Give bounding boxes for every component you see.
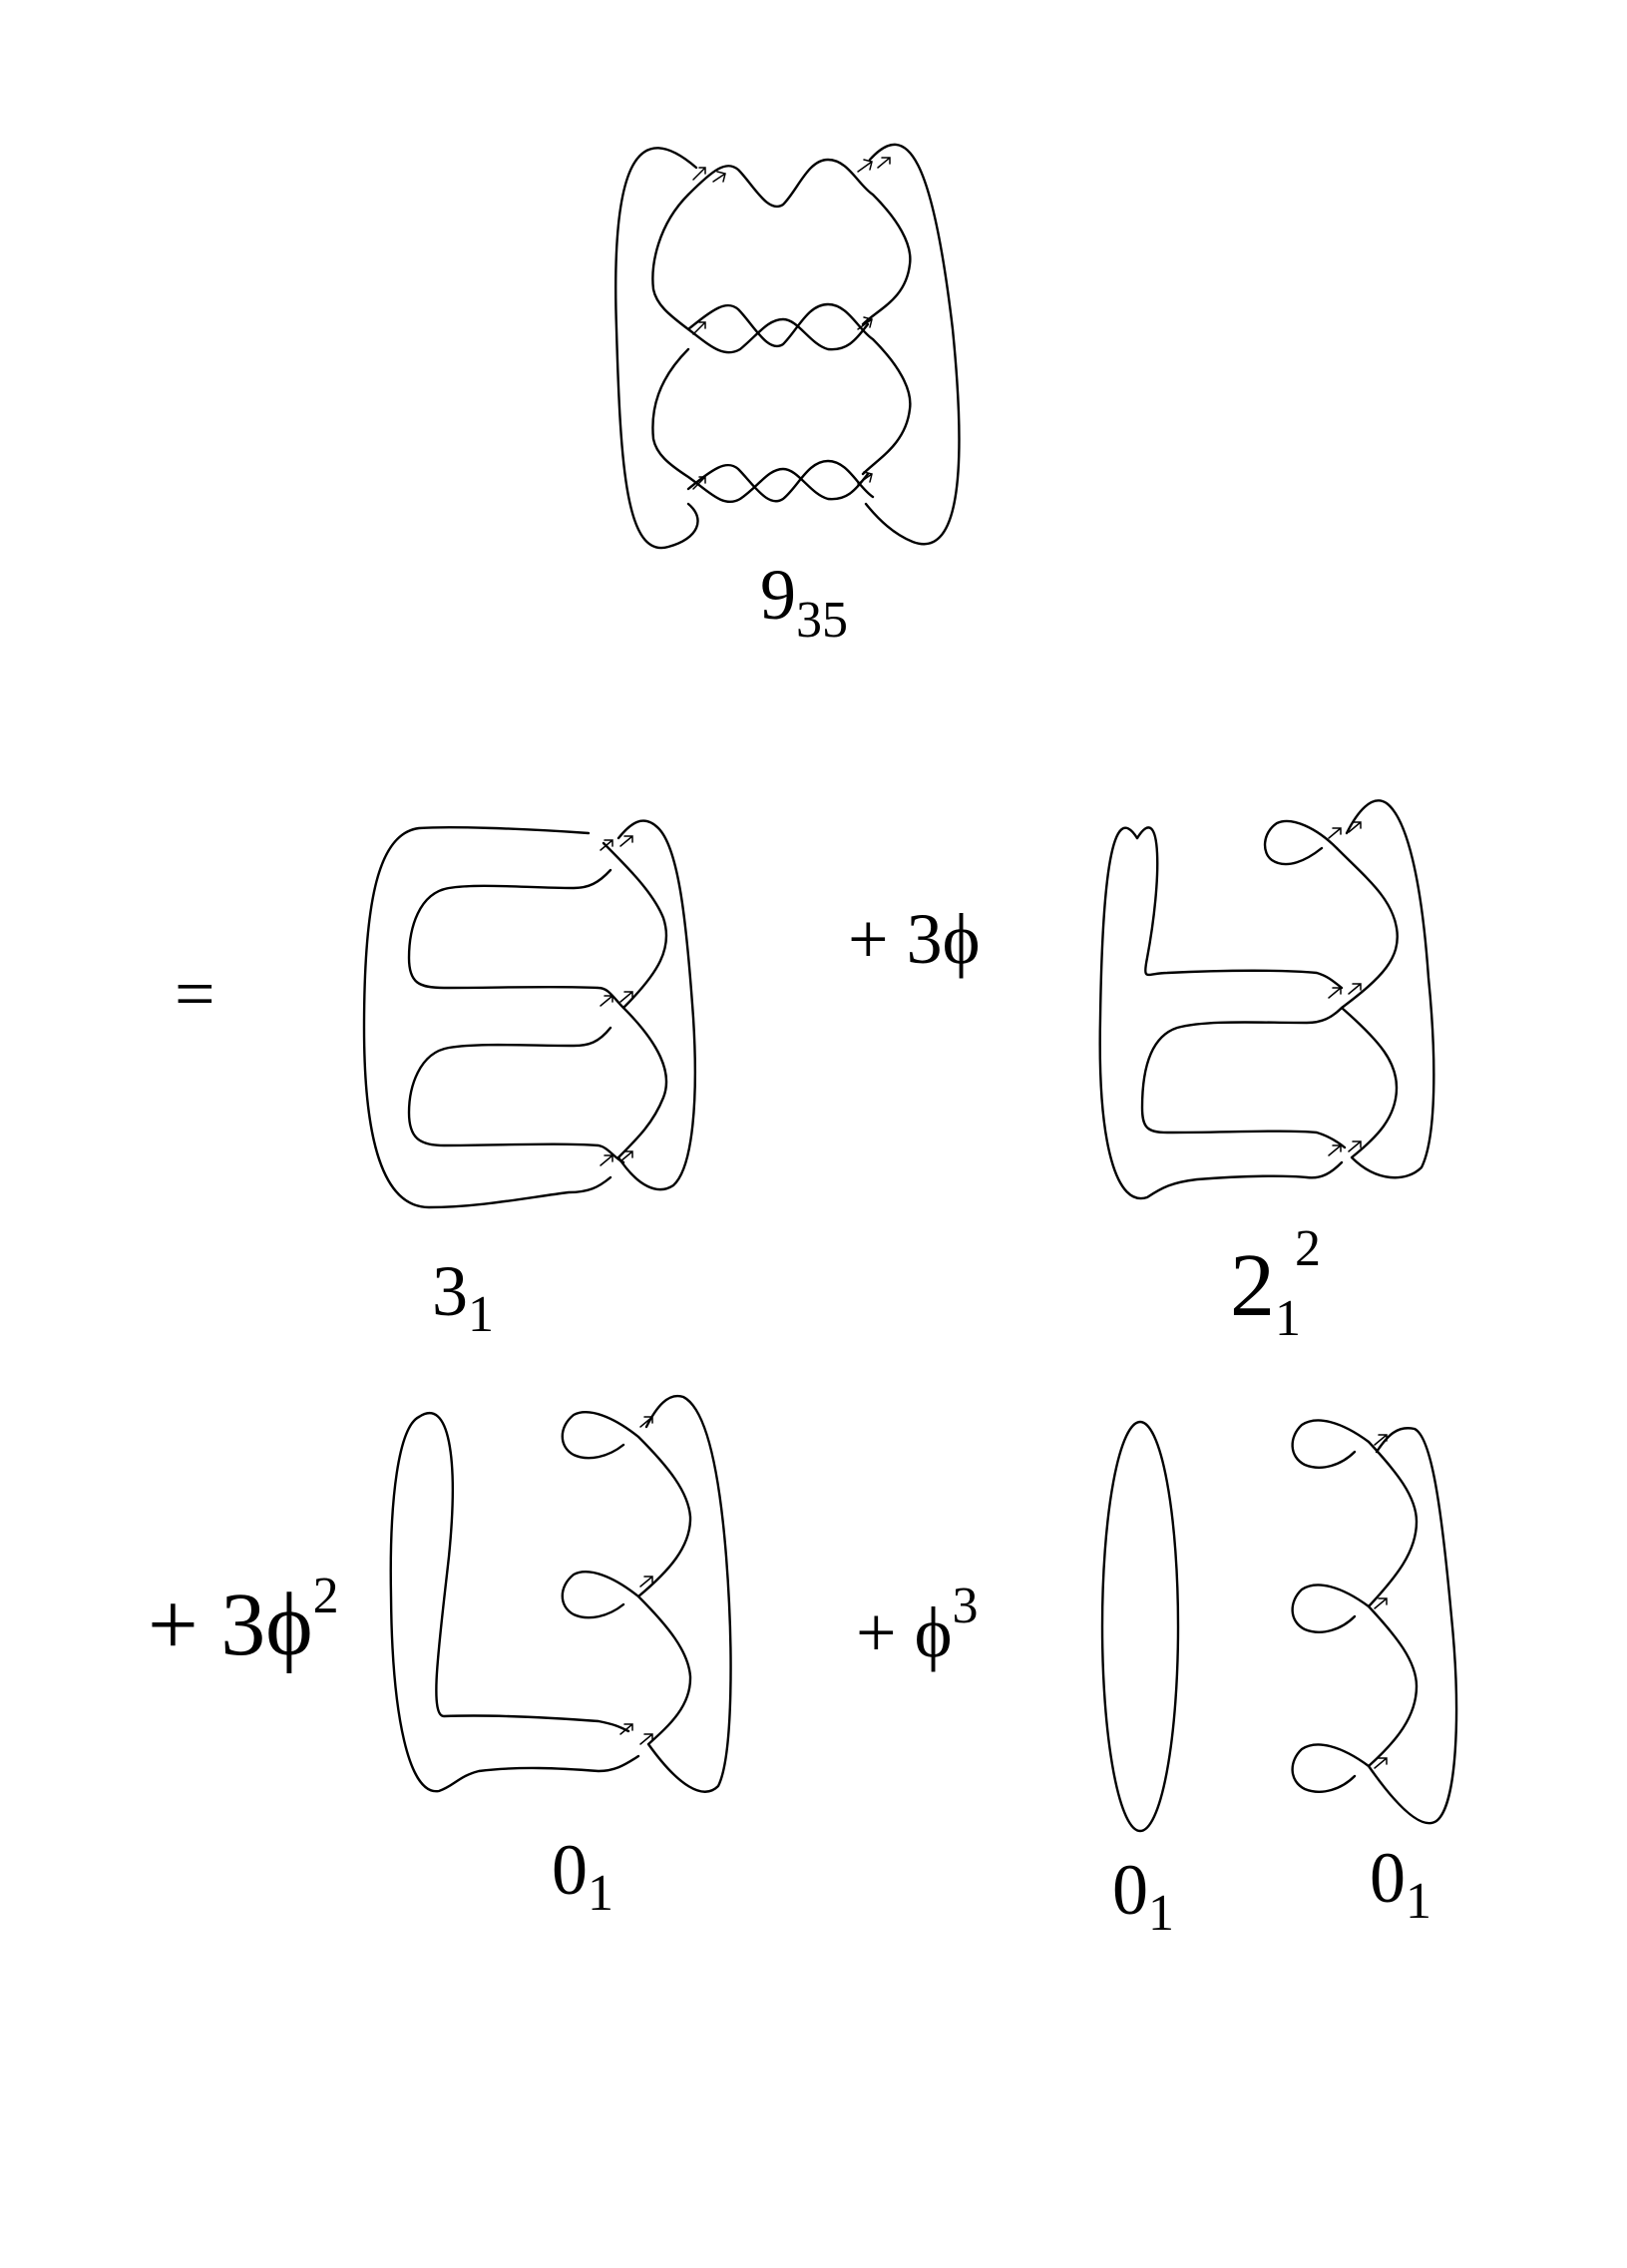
- term-3-label-subscript: 1: [588, 1865, 613, 1922]
- term-4-middle-kink: [1291, 1584, 1371, 1633]
- term-2-coefficient: + 3ϕ: [848, 899, 981, 979]
- main-knot-middle-twists-back: [651, 347, 870, 504]
- term-4-label-right-subscript: 1: [1406, 1873, 1431, 1930]
- main-knot-top-twists-back: [651, 193, 870, 354]
- term-4-label-right: 01: [1370, 1838, 1431, 1930]
- term-2-label-main: 2: [1230, 1236, 1275, 1335]
- main-knot-label: 935: [760, 555, 848, 649]
- term-1-label-main: 3: [432, 1251, 468, 1331]
- term-3-label: 01: [552, 1830, 613, 1922]
- term-2-label-superscript: 2: [1295, 1220, 1321, 1277]
- main-knot-outer-left-loop: [614, 147, 699, 550]
- term-2-label: 212: [1230, 1220, 1321, 1347]
- term-3-coefficient-main: + 3ϕ: [148, 1576, 313, 1674]
- term-4-orientation-arrows: [1374, 1434, 1388, 1769]
- term-1-outer-loop: [362, 826, 612, 1209]
- term-3-upper-kink: [561, 1411, 640, 1460]
- term-2-diagram: [1098, 799, 1435, 1200]
- term-1-lower-inner-loop: [407, 1026, 625, 1164]
- term-1-orientation-arrows: [600, 835, 633, 1166]
- main-knot-outer-right-loop: [864, 143, 961, 546]
- term-3-middle-kink: [561, 1571, 640, 1619]
- term-4-lower-kink: [1291, 1743, 1371, 1793]
- term-4-coefficient-main: + ϕ: [856, 1592, 953, 1672]
- term-4-upper-kink: [1291, 1419, 1371, 1469]
- main-knot-bottom-twists: [686, 459, 875, 503]
- term-4-label-left-main: 0: [1112, 1850, 1148, 1930]
- term-3-coefficient-superscript: 2: [313, 1568, 339, 1624]
- term-4-label-left-subscript: 1: [1148, 1885, 1174, 1942]
- term-4-label-right-main: 0: [1370, 1838, 1406, 1918]
- term-2-left-arm: [1135, 826, 1344, 990]
- term-2-left-outer: [1098, 826, 1344, 1200]
- main-knot-top-twists: [686, 158, 912, 326]
- term-1-right-strand: [602, 819, 696, 1191]
- term-3-diagram: [389, 1394, 732, 1793]
- term-3-orientation-arrows: [619, 1416, 653, 1745]
- main-knot-orientation-arrows: [692, 157, 891, 490]
- term-1-label-subscript: 1: [468, 1286, 494, 1343]
- term-2-label-subscript: 1: [1275, 1290, 1301, 1347]
- equals-sign: =: [175, 954, 215, 1034]
- term-2-kink: [1263, 819, 1339, 866]
- term-1-upper-inner-loop: [407, 868, 625, 1010]
- main-knot-middle-twists: [686, 302, 912, 476]
- term-3-left-outer: [389, 1415, 640, 1793]
- term-2-right-strand: [1335, 799, 1435, 1179]
- term-3-left-arm: [417, 1411, 630, 1733]
- main-knot-diagram: [614, 143, 961, 550]
- term-4-coefficient-superscript: 3: [953, 1578, 979, 1634]
- term-4-coefficient: + ϕ3: [856, 1578, 979, 1672]
- term-1-label: 31: [432, 1251, 494, 1343]
- term-2-orientation-arrows: [1328, 821, 1362, 1156]
- main-knot-label-main: 9: [760, 555, 796, 635]
- term-4-right-strand: [1367, 1427, 1458, 1825]
- term-3-right-strand: [636, 1394, 732, 1793]
- term-3-coefficient: + 3ϕ2: [148, 1568, 339, 1674]
- term-4-label-left: 01: [1112, 1850, 1174, 1942]
- term-4-unknot-ellipse: [1100, 1420, 1180, 1833]
- term-4-diagram: [1100, 1419, 1458, 1833]
- term-1-diagram: [362, 819, 696, 1209]
- term-3-label-main: 0: [552, 1830, 588, 1910]
- term-2-inner-loop: [1140, 1006, 1347, 1149]
- main-knot-label-subscript: 35: [796, 592, 848, 649]
